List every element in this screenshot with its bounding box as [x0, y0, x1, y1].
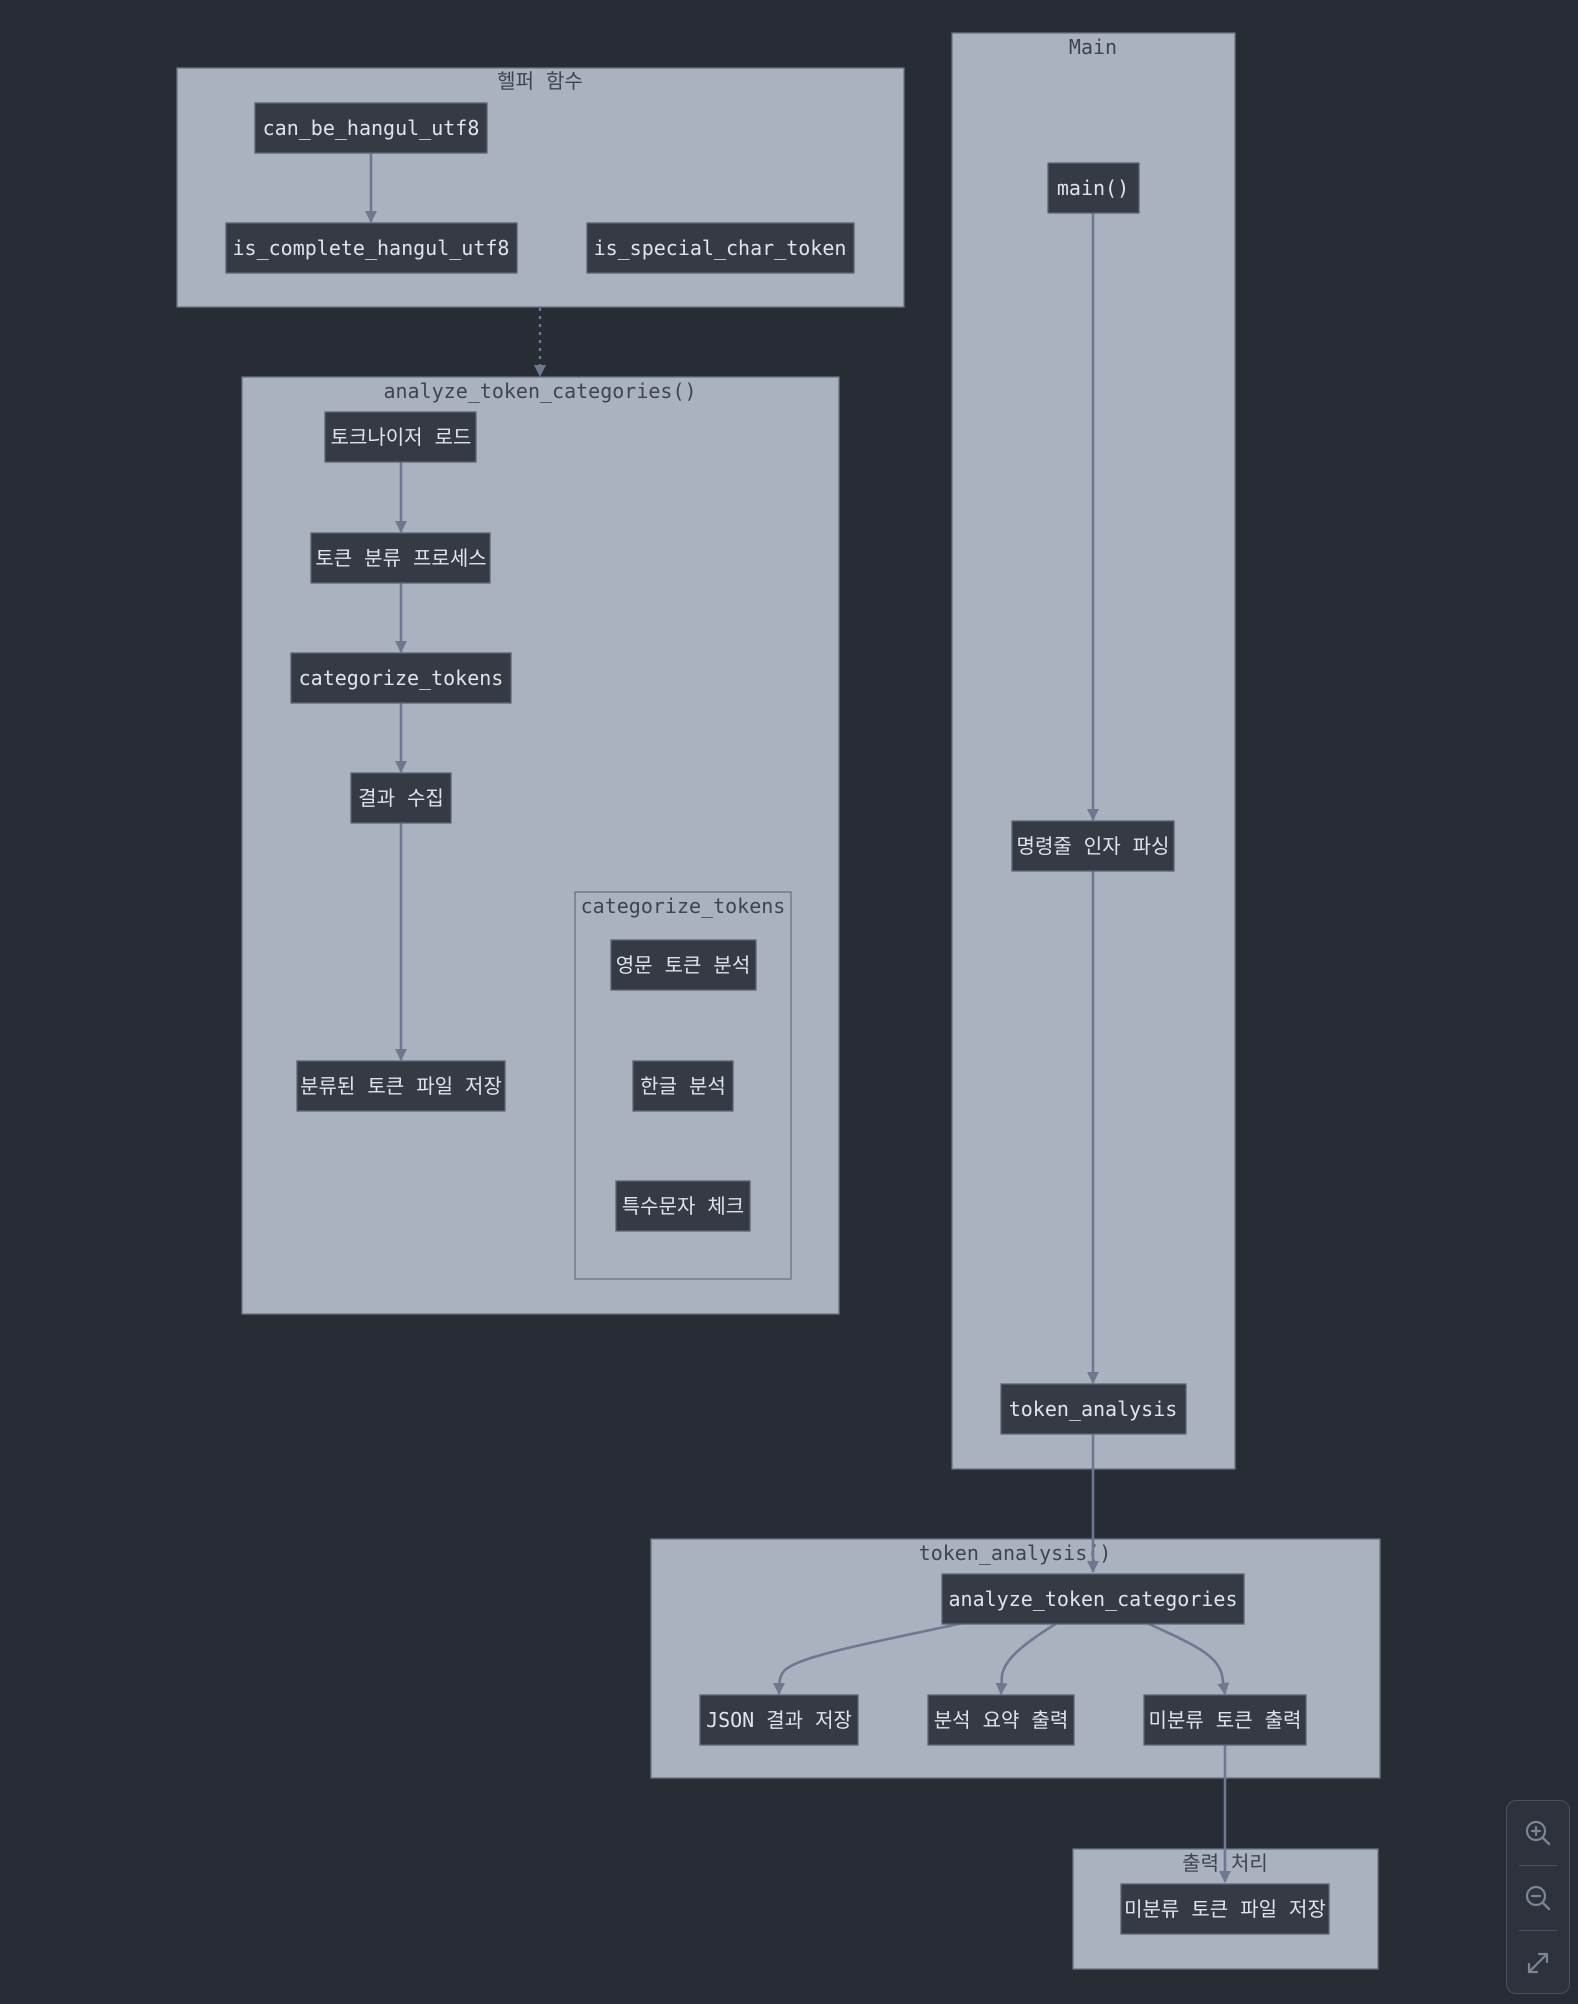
- fit-screen-button[interactable]: [1507, 1931, 1569, 1995]
- edge-analyze-to-unclassified: [1146, 1621, 1230, 1695]
- node-cli-parse[interactable]: 명령줄 인자 파싱: [1011, 820, 1175, 872]
- zoom-in-button[interactable]: [1507, 1801, 1569, 1865]
- zoom-separator: [1519, 1865, 1557, 1866]
- fit-screen-icon: [1527, 1952, 1549, 1974]
- cluster-token-analysis-title: token_analysis(): [919, 1541, 1112, 1565]
- node-english-analysis-label: 영문 토큰 분석: [616, 953, 750, 977]
- node-cli-parse-label: 명령줄 인자 파싱: [1017, 834, 1170, 858]
- node-is-complete-hangul-utf8-label: is_complete_hangul_utf8: [233, 236, 510, 260]
- cluster-main-title: Main: [1069, 35, 1117, 59]
- cluster-categorize-title: categorize_tokens: [581, 894, 786, 918]
- node-collect-results[interactable]: 결과 수집: [350, 772, 452, 824]
- node-load-tokenizer[interactable]: 토크나이저 로드: [324, 411, 477, 463]
- node-save-classified-label: 분류된 토큰 파일 저장: [300, 1074, 502, 1098]
- node-classify-process[interactable]: 토큰 분류 프로세스: [310, 532, 491, 584]
- node-categorize-tokens-call[interactable]: categorize_tokens: [290, 652, 512, 704]
- node-hangul-analysis[interactable]: 한글 분석: [632, 1060, 734, 1112]
- node-is-special-char-token[interactable]: is_special_char_token: [586, 222, 855, 274]
- cluster-analyze-title: analyze_token_categories(): [383, 379, 696, 403]
- node-main-fn-label: main(): [1057, 176, 1129, 200]
- node-collect-results-label: 결과 수집: [358, 786, 444, 810]
- node-analyze-call-label: analyze_token_categories: [949, 1587, 1238, 1611]
- node-hangul-analysis-label: 한글 분석: [640, 1074, 726, 1098]
- node-special-char-check-label: 특수문자 체크: [622, 1194, 744, 1218]
- node-save-unclassified[interactable]: 미분류 토큰 파일 저장: [1120, 1883, 1330, 1935]
- zoom-controls: [1506, 1800, 1570, 1994]
- cluster-helpers-title: 헬퍼 함수: [497, 69, 583, 93]
- node-save-classified[interactable]: 분류된 토큰 파일 저장: [296, 1060, 506, 1112]
- node-print-summary-label: 분석 요약 출력: [934, 1708, 1068, 1732]
- node-can-be-hangul-utf8-label: can_be_hangul_utf8: [263, 116, 480, 140]
- node-token-analysis-call[interactable]: token_analysis: [1000, 1383, 1187, 1435]
- node-save-unclassified-label: 미분류 토큰 파일 저장: [1124, 1897, 1326, 1921]
- node-is-special-char-token-label: is_special_char_token: [594, 236, 847, 260]
- node-analyze-call[interactable]: analyze_token_categories: [941, 1573, 1245, 1625]
- node-save-json-label: JSON 결과 저장: [706, 1708, 852, 1732]
- zoom-out-button[interactable]: [1507, 1866, 1569, 1930]
- node-classify-process-label: 토큰 분류 프로세스: [315, 546, 486, 570]
- node-print-unclassified[interactable]: 미분류 토큰 출력: [1143, 1694, 1307, 1746]
- node-load-tokenizer-label: 토크나이저 로드: [331, 425, 472, 449]
- node-main-fn[interactable]: main(): [1047, 162, 1140, 214]
- zoom-in-icon: [1525, 1820, 1551, 1846]
- node-token-analysis-call-label: token_analysis: [1009, 1397, 1178, 1421]
- node-print-unclassified-label: 미분류 토큰 출력: [1149, 1708, 1302, 1732]
- node-save-json[interactable]: JSON 결과 저장: [699, 1694, 859, 1746]
- node-is-complete-hangul-utf8[interactable]: is_complete_hangul_utf8: [225, 222, 518, 274]
- edge-analyze-to-save-json: [773, 1621, 964, 1695]
- zoom-separator: [1519, 1930, 1557, 1931]
- node-categorize-tokens-call-label: categorize_tokens: [299, 666, 504, 690]
- node-print-summary[interactable]: 분석 요약 출력: [927, 1694, 1075, 1746]
- zoom-out-icon: [1525, 1885, 1551, 1911]
- node-can-be-hangul-utf8[interactable]: can_be_hangul_utf8: [254, 102, 488, 154]
- node-special-char-check[interactable]: 특수문자 체크: [615, 1180, 751, 1232]
- edge-analyze-to-summary: [995, 1621, 1058, 1695]
- node-english-analysis[interactable]: 영문 토큰 분석: [610, 939, 757, 991]
